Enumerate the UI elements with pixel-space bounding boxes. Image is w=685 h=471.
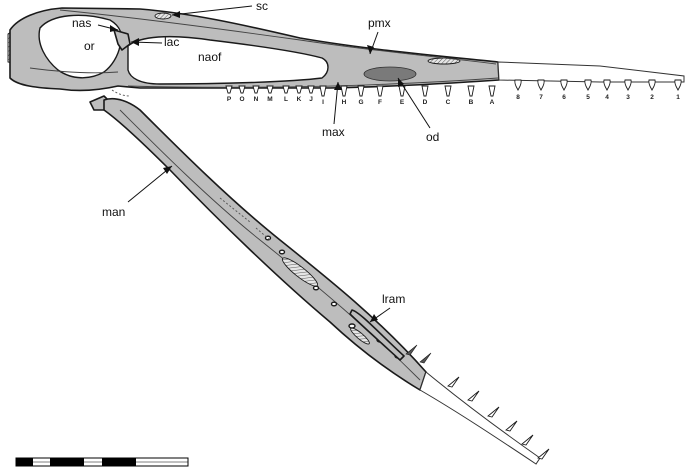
sc-hatched-patch: [154, 12, 172, 20]
scale-bar: [15, 457, 189, 467]
maxillary-tooth-M: [266, 85, 274, 94]
maxillary-tooth-F: [376, 85, 384, 97]
maxillary-tooth-label-M: M: [267, 96, 272, 103]
cranium: [7, 7, 500, 97]
maxillary-tooth-J: [307, 85, 315, 94]
label-max: max: [322, 125, 345, 139]
premaxillary-tooth-2: [648, 79, 656, 92]
mandibular-tooth-8: [537, 448, 550, 460]
annotations: sc nas or lac naof pmx max od man lram: [72, 0, 439, 323]
maxillary-tooth-label-L: L: [284, 96, 288, 103]
maxillary-tooth-label-A: A: [490, 99, 495, 106]
lateral-ramus: [349, 309, 405, 361]
maxillary-tooth-P: [225, 85, 233, 94]
premaxillary-tooth-label-6: 6: [562, 94, 566, 101]
mandible-tip-outline: [419, 371, 541, 465]
maxillary-tooth-K: [295, 85, 303, 94]
premaxillary-tooth-label-5: 5: [586, 94, 590, 101]
maxillary-tooth-label-J: J: [309, 96, 313, 103]
maxillary-tooth-D: [421, 85, 429, 97]
premaxillary-tooth-label-1: 1: [676, 94, 680, 101]
mandible: [89, 95, 427, 391]
odontoid-structure: [363, 66, 417, 82]
label-od: od: [426, 130, 439, 144]
label-pmx: pmx: [368, 16, 391, 30]
maxillary-tooth-B: [467, 85, 475, 97]
foramen-3: [312, 285, 320, 291]
maxillary-tooth-H: [340, 85, 348, 97]
foramen-4: [330, 301, 338, 307]
label-nas: nas: [72, 16, 91, 30]
premaxillary-tooth-3: [624, 79, 632, 92]
skull-crease-lower: [127, 77, 499, 88]
maxillary-tooth-A: [488, 85, 496, 97]
premaxillary-tooth-label-3: 3: [626, 94, 630, 101]
rostrum-tip-outline: [497, 61, 685, 83]
premaxillary-tooth-label-4: 4: [605, 94, 609, 101]
maxillary-tooth-label-E: E: [400, 99, 405, 106]
maxillary-tooth-O: [238, 85, 246, 94]
skull-crease-upper: [59, 9, 497, 65]
premaxillary-teeth-row: 8 7 6 5 4 3 2 1: [514, 79, 682, 101]
orbit-nasal-opening: [38, 14, 123, 79]
mandibular-tooth-3: [447, 376, 460, 388]
mandibular-tooth-7: [521, 434, 534, 446]
maxillary-tooth-I: [319, 85, 327, 97]
premaxillary-tooth-4: [603, 79, 611, 92]
maxillary-tooth-label-G: G: [358, 99, 363, 106]
label-lram: lram: [382, 292, 405, 306]
premaxillary-tooth-8: [514, 79, 522, 92]
maxillary-tooth-label-O: O: [239, 96, 244, 103]
maxillary-tooth-N: [252, 85, 260, 94]
lacrimal-process: [113, 29, 131, 51]
premaxillary-tooth-label-7: 7: [539, 94, 543, 101]
mandible-hatched-patch-1: [281, 257, 319, 287]
premaxillary-tooth-7: [537, 79, 545, 92]
premaxillary-tooth-5: [584, 79, 592, 92]
maxillary-tooth-label-B: B: [469, 99, 474, 106]
mandibular-tooth-6: [505, 420, 518, 432]
maxillary-tooth-label-H: H: [342, 99, 347, 106]
maxillary-tooth-label-D: D: [423, 99, 428, 106]
foramen-5: [348, 323, 356, 329]
mandibular-tooth-1: [405, 344, 418, 356]
mandibular-tooth-2: [419, 352, 432, 364]
premaxillary-tooth-label-2: 2: [650, 94, 654, 101]
premaxillary-tooth-1: [674, 79, 682, 92]
maxillary-tooth-C: [444, 85, 452, 97]
maxillary-tooth-G: [357, 85, 365, 97]
maxillary-tooth-label-N: N: [254, 96, 259, 103]
premaxillary-tooth-label-8: 8: [516, 94, 520, 101]
mandibular-tooth-4: [467, 390, 480, 402]
mandible-socket-dashes: [219, 197, 271, 241]
maxillary-tooth-label-C: C: [446, 99, 451, 106]
maxillary-tooth-label-P: P: [227, 96, 232, 103]
label-naof: naof: [198, 50, 222, 64]
reconstructed-margin: [111, 89, 131, 97]
maxillary-tooth-label-K: K: [297, 96, 302, 103]
mandibular-teeth-row: [405, 344, 550, 460]
label-lac: lac: [164, 35, 179, 49]
foramen-2: [278, 249, 286, 255]
label-sc: sc: [256, 0, 268, 13]
maxillary-tooth-label-I: I: [322, 99, 324, 106]
label-man: man: [102, 205, 125, 219]
maxillary-tooth-label-F: F: [378, 99, 382, 106]
label-or: or: [84, 39, 95, 53]
premaxillary-tooth-6: [560, 79, 568, 92]
maxillary-tooth-L: [282, 85, 290, 94]
skull-crease-quadrate: [29, 67, 119, 74]
mandibular-tooth-5: [487, 406, 500, 418]
nasoantorbital-fenestra: [127, 35, 329, 85]
